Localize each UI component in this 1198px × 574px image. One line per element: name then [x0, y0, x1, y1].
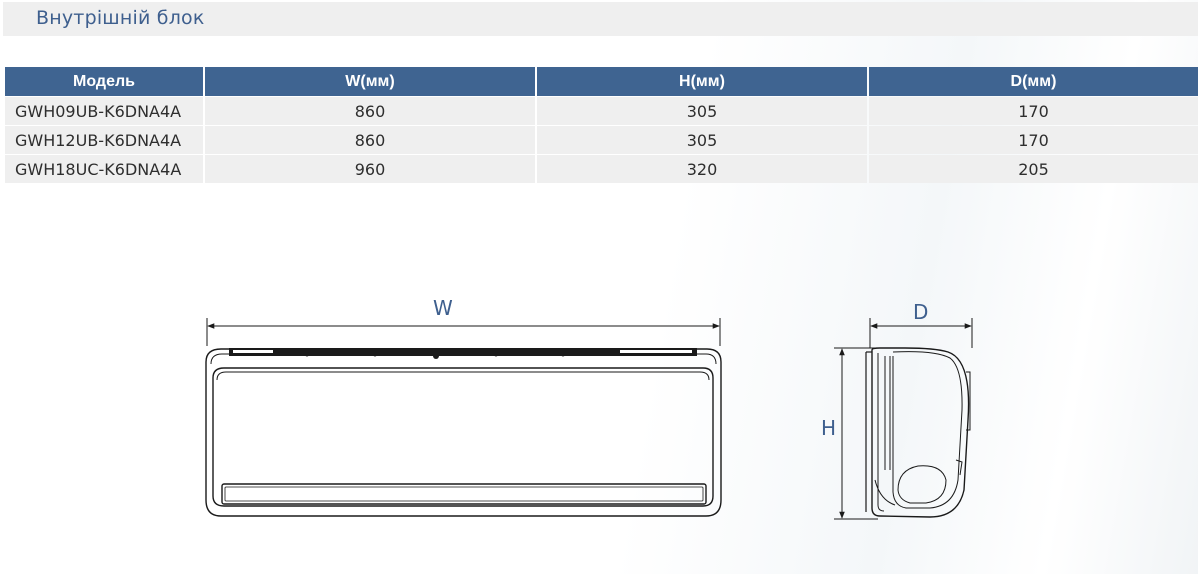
depth-dimension	[869, 318, 973, 348]
dimensions-table: Модель W(мм) H(мм) D(мм) GWH09UB-K6DNA4A…	[3, 66, 1198, 184]
height-dimension	[834, 347, 878, 520]
cell-depth: 170	[869, 97, 1198, 125]
cell-width: 960	[205, 155, 535, 183]
cell-height: 320	[537, 155, 867, 183]
side-view	[865, 347, 971, 518]
depth-label: D	[913, 300, 929, 324]
width-dimension	[206, 318, 721, 346]
title-bar: Внутрішній блок	[3, 2, 1198, 36]
header-width: W(мм)	[205, 67, 535, 96]
cell-width: 860	[205, 126, 535, 154]
width-label: W	[433, 296, 453, 320]
cell-width: 860	[205, 97, 535, 125]
cell-model: GWH12UB-K6DNA4A	[5, 126, 203, 154]
cell-height: 305	[537, 97, 867, 125]
table-row: GWH12UB-K6DNA4A 860 305 170	[5, 126, 1198, 154]
header-height: H(мм)	[537, 67, 867, 96]
cell-height: 305	[537, 126, 867, 154]
header-model: Модель	[5, 67, 203, 96]
front-view	[205, 348, 722, 517]
header-depth: D(мм)	[869, 67, 1198, 96]
table-row: GWH18UC-K6DNA4A 960 320 205	[5, 155, 1198, 183]
height-label: H	[821, 416, 837, 440]
cell-depth: 205	[869, 155, 1198, 183]
table-row: GWH09UB-K6DNA4A 860 305 170	[5, 97, 1198, 125]
page-title: Внутрішній блок	[36, 7, 205, 29]
cell-model: GWH09UB-K6DNA4A	[5, 97, 203, 125]
cell-depth: 170	[869, 126, 1198, 154]
cell-model: GWH18UC-K6DNA4A	[5, 155, 203, 183]
table-header-row: Модель W(мм) H(мм) D(мм)	[5, 67, 1198, 96]
